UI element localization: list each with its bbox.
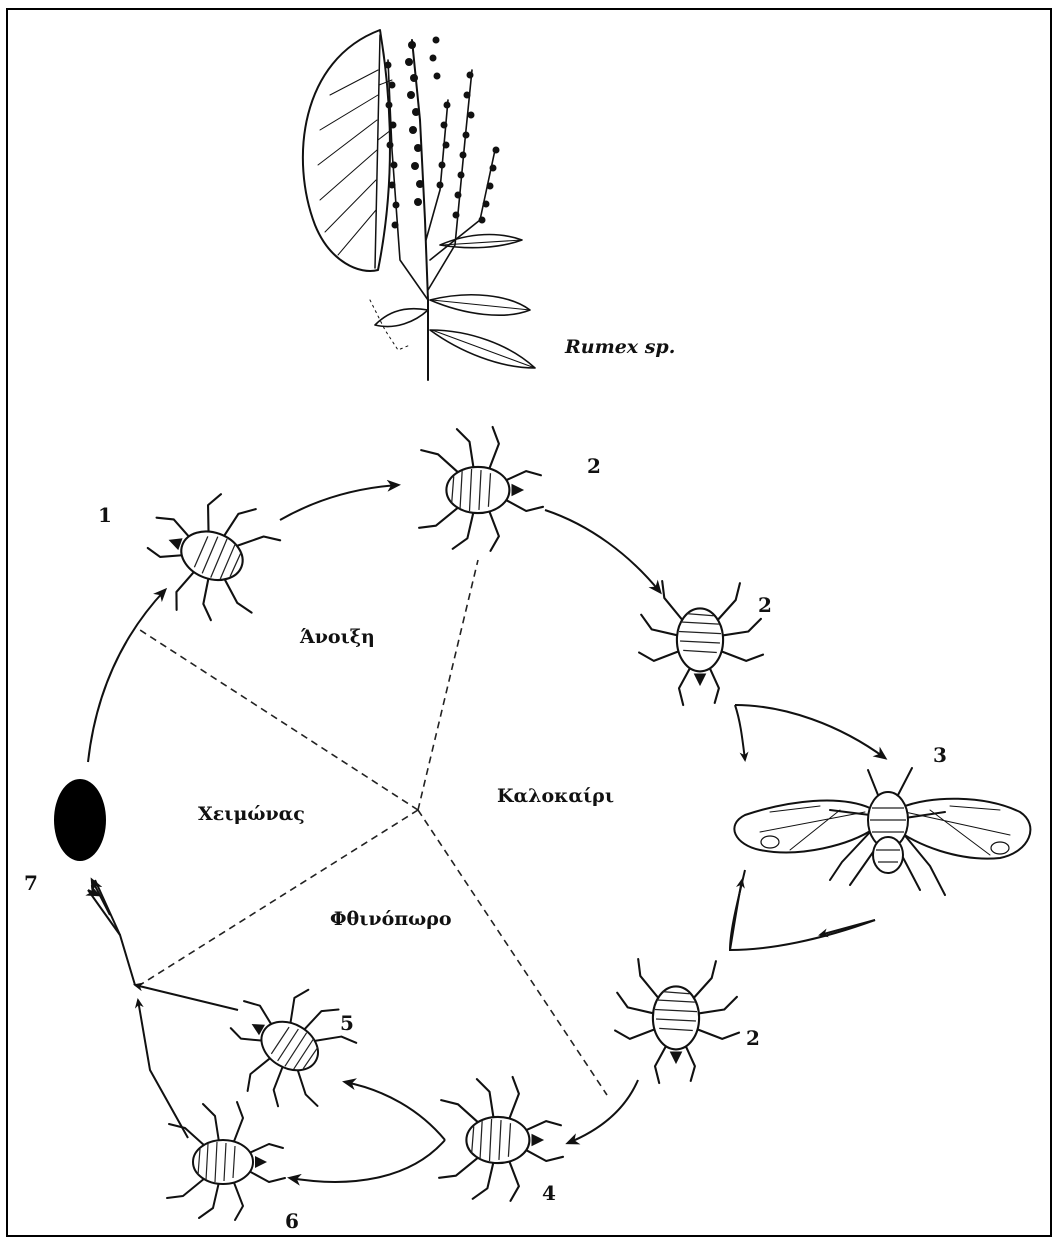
- stage-label-2a: 2: [587, 454, 601, 478]
- stage-label-5: 5: [340, 1011, 354, 1035]
- stage-2c-aphid: [615, 959, 739, 1083]
- season-label-spring: Άνοιξη: [299, 626, 375, 648]
- cycle-arrows: [88, 485, 885, 1182]
- rumex-plant-illustration: [303, 30, 535, 380]
- stage-label-2b: 2: [758, 593, 772, 617]
- stage-label-4: 4: [542, 1181, 556, 1205]
- stage-label-3: 3: [933, 743, 947, 767]
- stage-2a-aphid: [419, 427, 543, 551]
- stage-1-fundatrix: [129, 476, 288, 635]
- season-label-summer: Καλοκαίρι: [497, 785, 614, 807]
- stage-label-7: 7: [24, 871, 38, 895]
- stage-5-aphid: [206, 965, 367, 1126]
- stage-label-6: 6: [285, 1209, 299, 1233]
- host-plant-name: Rumex sp.: [564, 336, 675, 358]
- season-label-winter: Χειμώνας: [198, 803, 305, 825]
- stage-2b-aphid: [639, 581, 763, 705]
- season-label-autumn: Φθινόπωρο: [330, 908, 452, 930]
- stage-6-aphid: [167, 1102, 285, 1220]
- stage-3-winged-aphid: [734, 768, 1030, 895]
- stage-7-overwintering-egg: [54, 779, 106, 861]
- stage-label-1: 1: [98, 503, 112, 527]
- stage-label-2c: 2: [746, 1026, 760, 1050]
